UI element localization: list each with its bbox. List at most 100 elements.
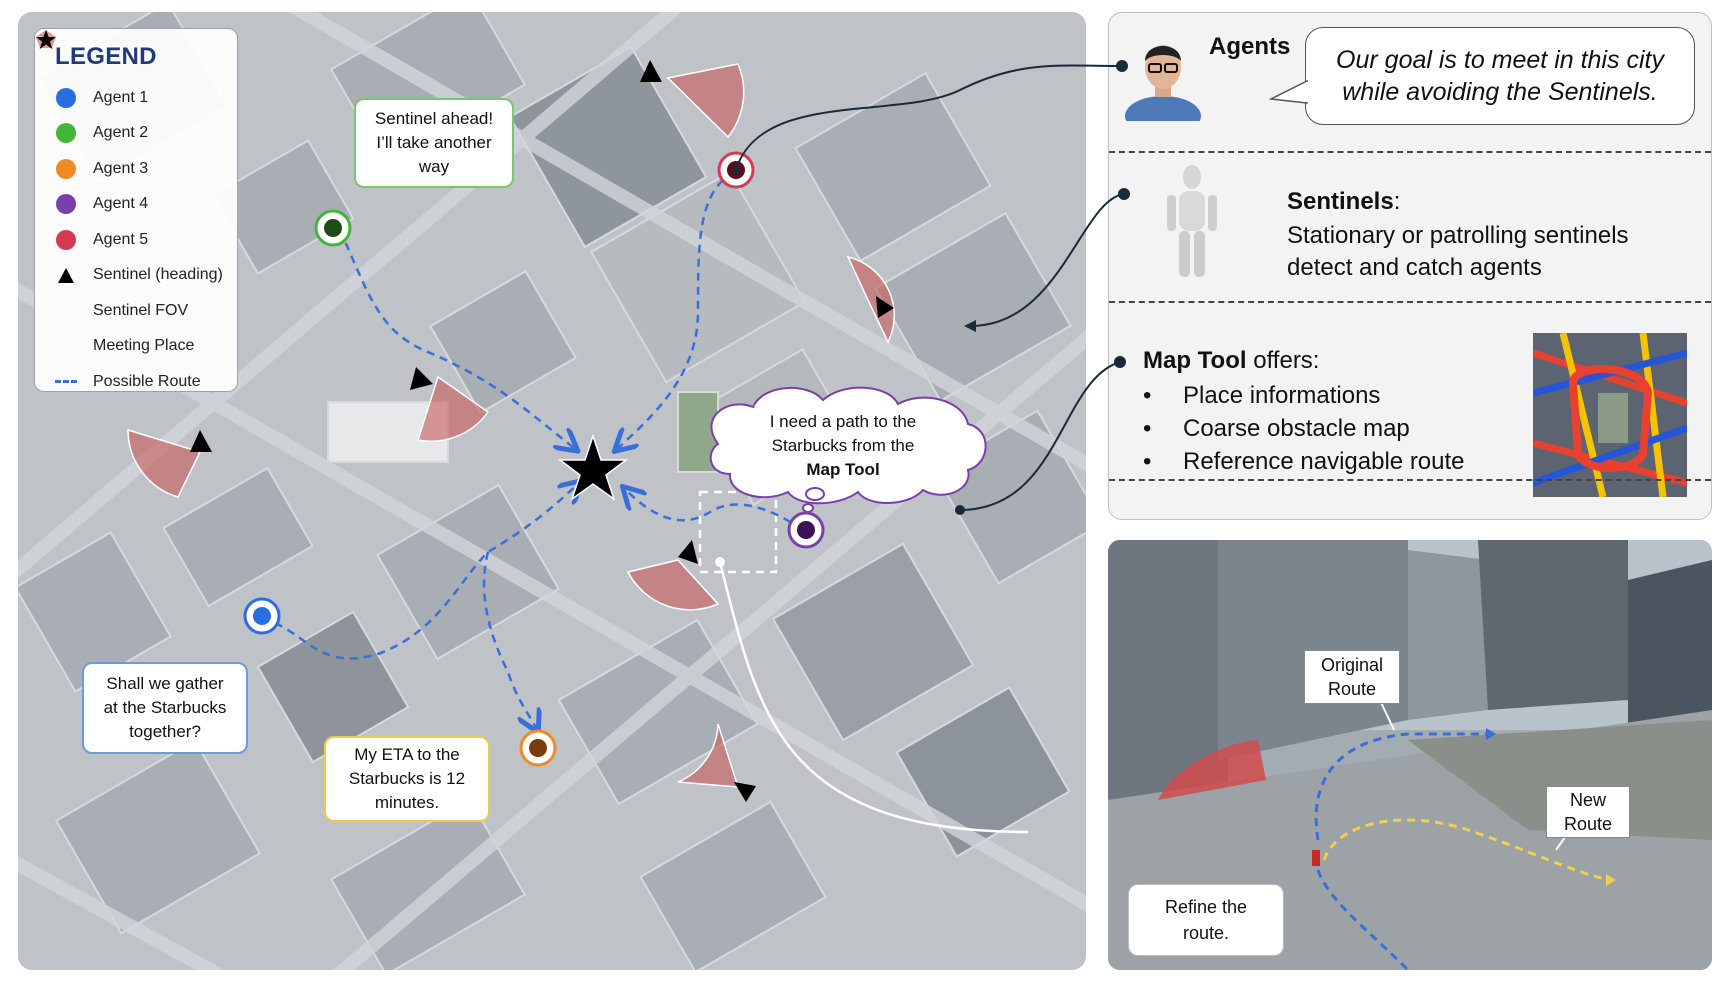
list-item-text: Reference navigable route bbox=[1183, 448, 1465, 475]
street-view-canvas bbox=[1108, 540, 1712, 970]
bubble-text: My ETA to the bbox=[354, 745, 460, 764]
refine-text: route. bbox=[1182, 923, 1230, 943]
agent-4-marker bbox=[787, 511, 825, 549]
route-agent1 bbox=[261, 484, 578, 660]
sentinels-title-colon: : bbox=[1393, 188, 1401, 215]
speech-tail-icon bbox=[1269, 79, 1309, 104]
agent-4-thought-text: I need a path to the Starbucks from the … bbox=[738, 410, 948, 482]
legend-label: Agent 3 bbox=[93, 159, 149, 177]
sentinels-title-bold: Sentinels bbox=[1287, 188, 1394, 215]
legend-label: Possible Route bbox=[93, 372, 201, 390]
sentinel-fov bbox=[626, 559, 720, 611]
legend-label: Sentinel (heading) bbox=[93, 266, 223, 284]
bullet-icon: • bbox=[1143, 448, 1152, 475]
sentinels-desc-text: Stationary or patrolling sentinels bbox=[1287, 222, 1629, 249]
route-agent2 bbox=[338, 229, 574, 448]
maptool-title-suffix: offers: bbox=[1246, 347, 1320, 374]
sentinel-fov bbox=[417, 375, 490, 442]
section-divider bbox=[1109, 151, 1711, 153]
agent-1-marker bbox=[243, 597, 281, 635]
maptool-list: • Place informations • Coarse obstacle map… bbox=[1143, 379, 1465, 478]
original-route-tail bbox=[1316, 869, 1410, 970]
sentinel-heading-icon bbox=[190, 430, 212, 452]
label-text: Original bbox=[1320, 655, 1384, 675]
list-item: • Coarse obstacle map bbox=[1143, 412, 1465, 445]
bubble-text: Starbucks is 12 bbox=[348, 769, 466, 788]
legend-item-agent-4: Agent 4 bbox=[55, 187, 223, 223]
list-item: • Place informations bbox=[1143, 379, 1465, 412]
agents-title: Agents bbox=[1209, 33, 1291, 60]
meeting-place-star-icon bbox=[557, 433, 629, 501]
label-text: New bbox=[1569, 790, 1606, 810]
agent-3-dot-icon bbox=[56, 158, 76, 179]
agent-3-speech-bubble: My ETA to the Starbucks is 12 minutes. bbox=[324, 736, 490, 822]
legend-label: Sentinel FOV bbox=[93, 301, 189, 319]
quote-text: while avoiding the Sentinels. bbox=[1342, 78, 1658, 106]
legend-label: Agent 1 bbox=[93, 88, 149, 106]
sentinel-heading-icon bbox=[410, 367, 433, 390]
sentinel-mannequin-icon bbox=[1167, 165, 1217, 277]
sentinel-heading-icon bbox=[876, 296, 894, 318]
triangle-icon bbox=[58, 267, 74, 283]
bubble-text: together? bbox=[129, 722, 201, 741]
agent-2-speech-bubble: Sentinel ahead! I’ll take another way bbox=[354, 98, 514, 188]
city-map: LEGEND Agent 1 Agent 2 Agent 3 Agent 4 A… bbox=[18, 12, 1086, 970]
map-tool-thumbnail bbox=[1533, 333, 1687, 497]
route-agent3 bbox=[482, 551, 536, 728]
legend-item-agent-2: Agent 2 bbox=[55, 116, 223, 152]
sentinel-fov bbox=[677, 723, 740, 788]
sentinels-desc-text: detect and catch agents bbox=[1287, 254, 1542, 281]
bubble-text: way bbox=[418, 157, 450, 176]
thought-text-bold: Map Tool bbox=[806, 460, 880, 479]
sentinel-fov bbox=[846, 255, 895, 344]
bubble-text: Sentinel ahead! bbox=[374, 109, 494, 128]
street-sentinel-fov bbox=[1158, 740, 1266, 800]
legend-label: Agent 4 bbox=[93, 195, 149, 213]
legend: LEGEND Agent 1 Agent 2 Agent 3 Agent 4 A… bbox=[34, 28, 238, 392]
section-divider bbox=[1109, 479, 1711, 481]
zoom-region bbox=[698, 490, 778, 574]
original-route-label: Original Route bbox=[1304, 650, 1400, 704]
agent-1-dot-icon bbox=[56, 87, 76, 108]
refine-text: Refine the bbox=[1164, 897, 1248, 917]
agent-3-marker bbox=[519, 729, 557, 767]
bullet-icon: • bbox=[1143, 415, 1152, 442]
agent-5-marker bbox=[717, 151, 755, 189]
map-canvas bbox=[18, 12, 1086, 970]
legend-title: LEGEND bbox=[55, 43, 157, 70]
sentinel-fov bbox=[127, 428, 202, 498]
possible-routes bbox=[261, 170, 803, 728]
legend-label: Agent 2 bbox=[93, 124, 149, 142]
agent-5-dot-icon bbox=[56, 229, 76, 250]
label-text: Route bbox=[1327, 679, 1377, 699]
sentinel-headings bbox=[190, 60, 894, 802]
refine-connector bbox=[718, 561, 1029, 834]
sentinels-description: Stationary or patrolling sentinels detec… bbox=[1287, 220, 1687, 284]
star-icon bbox=[36, 30, 56, 49]
refine-route-bubble: Refine the route. bbox=[1128, 884, 1284, 956]
agent-2-marker bbox=[314, 209, 352, 247]
list-item-text: Coarse obstacle map bbox=[1183, 415, 1410, 442]
info-panel: Agents Our goal is to meet in this city … bbox=[1108, 12, 1712, 520]
legend-label: Meeting Place bbox=[93, 337, 195, 355]
legend-item-sentinel-fov: Sentinel FOV bbox=[36, 30, 223, 329]
legend-item-agent-5: Agent 5 bbox=[55, 222, 223, 258]
dashed-line-icon bbox=[55, 380, 77, 384]
legend-item-agent-3: Agent 3 bbox=[55, 151, 223, 187]
sentinel-heading-icon bbox=[678, 540, 698, 564]
bubble-text: Shall we gather bbox=[106, 674, 224, 693]
maptool-title: Map Tool offers: bbox=[1143, 347, 1319, 375]
bullet-icon: • bbox=[1143, 382, 1152, 409]
new-route bbox=[1322, 818, 1609, 882]
section-divider bbox=[1109, 301, 1711, 303]
street-view: Original Route New Route bbox=[1108, 540, 1712, 970]
legend-item-meeting-place: Meeting Place bbox=[36, 30, 223, 365]
sentinel-heading-icon bbox=[734, 782, 756, 802]
bubble-text: I’ll take another bbox=[376, 133, 492, 152]
list-item: • Reference navigable route bbox=[1143, 445, 1465, 478]
list-item-text: Place informations bbox=[1183, 382, 1381, 409]
route-agent4 bbox=[626, 490, 803, 532]
legend-item-sentinel-heading: Sentinel (heading) bbox=[55, 258, 223, 294]
sentinel-fovs bbox=[127, 63, 895, 788]
bubble-text: minutes. bbox=[374, 793, 440, 812]
